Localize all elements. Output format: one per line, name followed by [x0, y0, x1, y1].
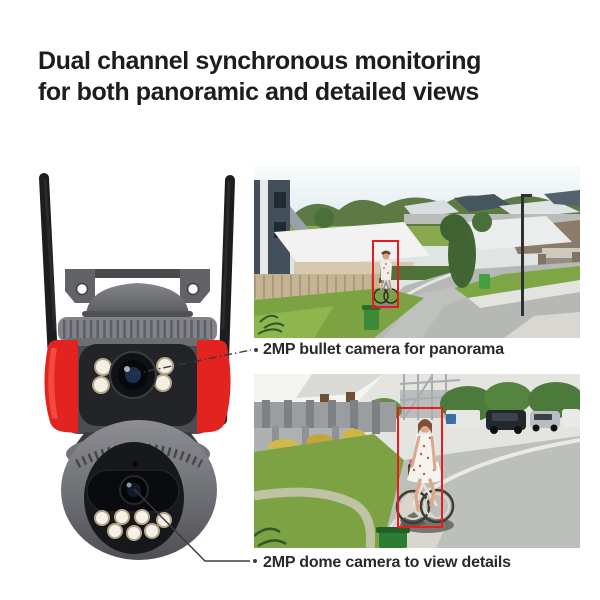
detail-view-photo — [254, 374, 580, 548]
mounting-bracket — [65, 269, 210, 303]
headline: Dual channel synchronous monitoring for … — [38, 46, 586, 108]
dome-camera-label: 2MP dome camera to view details — [263, 554, 511, 571]
screw-hole-left — [75, 282, 89, 296]
red-side-wing-right — [197, 340, 231, 433]
street-lamp — [521, 194, 532, 316]
headline-line-1: Dual channel synchronous monitoring — [38, 47, 481, 75]
dome-camera-lens — [119, 475, 149, 505]
green-bin — [362, 305, 381, 330]
indicator-dot — [132, 461, 138, 467]
parked-vehicles — [446, 409, 580, 434]
street-scene-panorama — [254, 166, 580, 338]
bullet-camera-lens — [109, 351, 157, 399]
panorama-view-photo — [254, 166, 580, 338]
detection-box-detail — [397, 407, 443, 528]
screw-hole-right — [186, 282, 200, 296]
spotlight-led — [156, 357, 174, 375]
bullet-camera-body — [44, 338, 231, 434]
spotlight-led — [94, 358, 112, 376]
headline-line-2: for both panoramic and detailed views — [38, 78, 479, 106]
green-bin — [376, 527, 410, 548]
dome-camera-body — [61, 420, 217, 560]
spotlight-led — [154, 374, 172, 392]
detection-box-panorama — [372, 240, 399, 308]
camera-top-cap — [58, 283, 217, 342]
camera-product-render — [39, 173, 235, 560]
woman-on-bicycle — [395, 419, 455, 525]
bullet-camera-label: 2MP bullet camera for panorama — [263, 341, 504, 358]
spotlight-led — [92, 376, 110, 394]
street-scene-detail — [254, 374, 580, 548]
green-bin-small — [479, 274, 490, 289]
